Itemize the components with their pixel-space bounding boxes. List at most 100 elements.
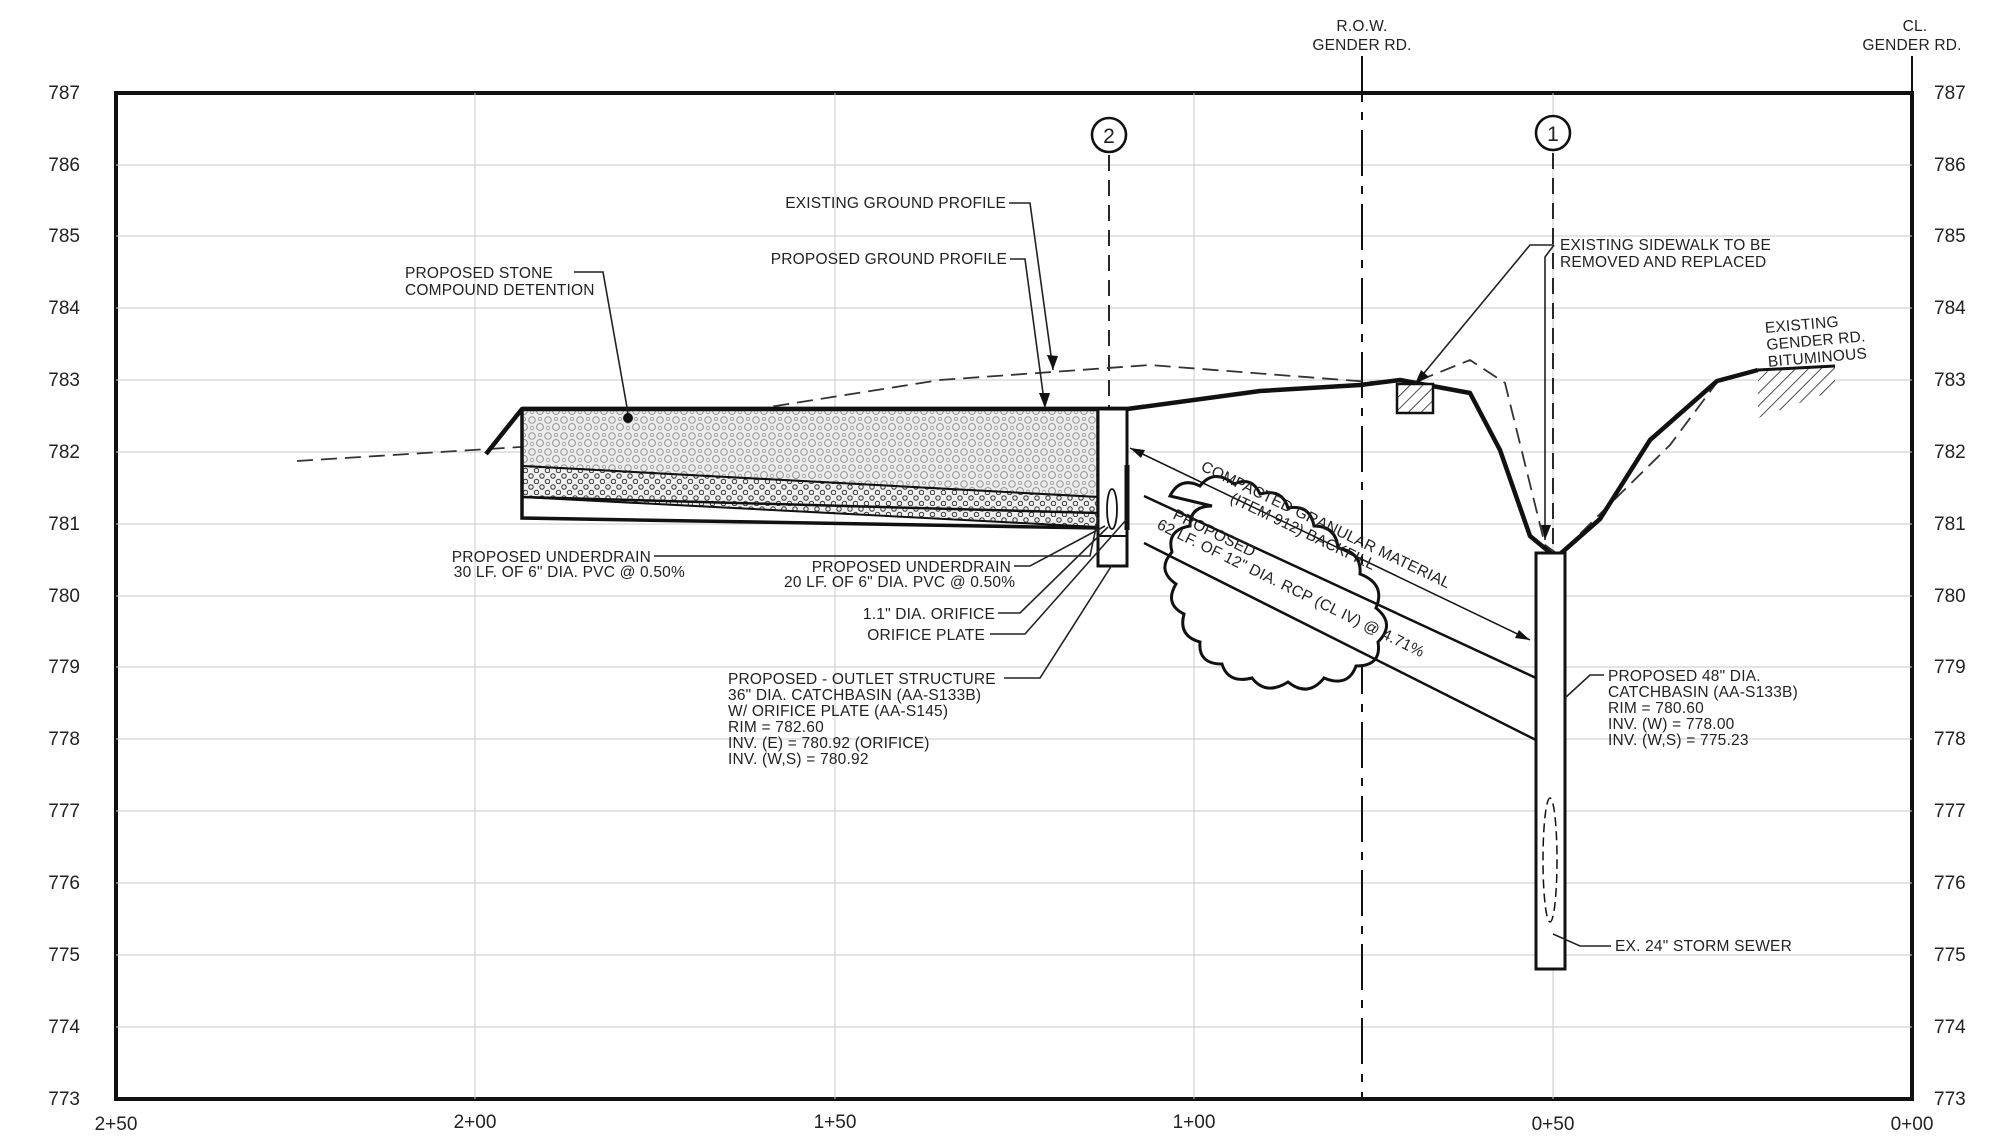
station-2-50: 2+50	[95, 1114, 138, 1135]
outlet-structure-box	[1096, 407, 1129, 568]
outlet-structure-line-3: W/ ORIFICE PLATE (AA-S145)	[728, 703, 948, 720]
left-elev-778: 778	[48, 729, 80, 750]
annotation-leaders	[574, 202, 1611, 947]
outlet-structure-line-5: INV. (E) = 780.92 (ORIFICE)	[728, 735, 930, 752]
left-elev-787: 787	[48, 83, 80, 104]
centerline-road-label: GENDER RD.	[1862, 37, 1961, 54]
right-elev-773: 773	[1934, 1089, 1966, 1110]
right-elev-784: 784	[1934, 298, 1966, 319]
catchbasin-48	[1534, 551, 1567, 971]
orifice-plate-label: ORIFICE PLATE	[867, 627, 985, 644]
outlet-structure	[1096, 407, 1130, 568]
station-2-00: 2+00	[454, 1112, 497, 1133]
right-elevation-axis: 787 786 785 784 783 782 781 780 779 778 …	[1934, 83, 1966, 1110]
note-orifice-plate: ORIFICE PLATE	[867, 627, 985, 644]
catchbasin-48-line-2: CATCHBASIN (AA-S133B)	[1608, 684, 1798, 701]
centerline-label: CL.	[1903, 18, 1928, 35]
station-0-00: 0+00	[1891, 1114, 1934, 1135]
right-elev-779: 779	[1934, 657, 1966, 678]
left-elev-782: 782	[48, 442, 80, 463]
right-elev-783: 783	[1934, 370, 1966, 391]
right-elev-786: 786	[1934, 155, 1966, 176]
bituminous-hatch	[1758, 366, 1835, 418]
outlet-structure-line-1: PROPOSED - OUTLET STRUCTURE	[728, 671, 996, 688]
left-elev-784: 784	[48, 298, 80, 319]
outlet-structure-line-4: RIM = 782.60	[728, 719, 824, 736]
right-elev-782: 782	[1934, 442, 1966, 463]
left-elev-781: 781	[48, 514, 80, 535]
note-proposed-ground: PROPOSED GROUND PROFILE	[771, 251, 1007, 268]
horizontal-gridlines	[116, 164, 1912, 1028]
left-elev-785: 785	[48, 226, 80, 247]
station-0-50: 0+50	[1532, 1114, 1575, 1135]
catchbasin-48-line-4: INV. (W) = 778.00	[1608, 716, 1735, 733]
right-elev-776: 776	[1934, 873, 1966, 894]
left-elevation-axis: 787 786 785 784 783 782 781 780 779 778 …	[48, 83, 80, 1110]
note-catchbasin-48: PROPOSED 48" DIA. CATCHBASIN (AA-S133B) …	[1608, 668, 1798, 749]
station-1-00: 1+00	[1173, 1112, 1216, 1133]
outlet-structure-line-2: 36" DIA. CATCHBASIN (AA-S133B)	[728, 687, 981, 704]
note-orifice: 1.1" DIA. ORIFICE	[863, 606, 995, 623]
catchbasin-48-box	[1534, 551, 1567, 971]
catchbasin-48-line-5: INV. (W,S) = 775.23	[1608, 732, 1749, 749]
bituminous-line-1: EXISTING	[1764, 314, 1839, 337]
right-elev-777: 777	[1934, 801, 1966, 822]
stone-detention	[520, 406, 1127, 530]
right-elev-774: 774	[1934, 1017, 1966, 1038]
note-outlet-structure: PROPOSED - OUTLET STRUCTURE 36" DIA. CAT…	[728, 671, 996, 768]
underdrain-20-line-2: 20 LF. OF 6" DIA. PVC @ 0.50%	[784, 574, 1015, 591]
note-underdrain-20: PROPOSED UNDERDRAIN 20 LF. OF 6" DIA. PV…	[784, 559, 1015, 591]
station-axis: 2+50 2+00 1+50 1+00 0+50 0+00	[95, 1112, 1934, 1135]
row-label: R.O.W.	[1336, 18, 1387, 35]
underdrain-20-line-1: PROPOSED UNDERDRAIN	[812, 559, 1011, 576]
station-1-50: 1+50	[814, 1112, 857, 1133]
pipe-bottom-line	[1143, 541, 1537, 742]
row-road-label: GENDER RD.	[1312, 37, 1411, 54]
note-bituminous: EXISTING GENDER RD. BITUMINOUS	[1764, 314, 1867, 371]
left-elev-773: 773	[48, 1089, 80, 1110]
right-elev-787: 787	[1934, 83, 1966, 104]
left-elev-786: 786	[48, 155, 80, 176]
underdrain-30-line-2: 30 LF. OF 6" DIA. PVC @ 0.50%	[454, 564, 685, 581]
structure-1-marker: 1	[1534, 114, 1572, 555]
structure-2-circle	[1090, 116, 1128, 154]
existing-ground-profile	[296, 358, 1766, 557]
backfill-dimension-line	[1129, 447, 1531, 641]
catchbasin-48-line-3: RIM = 780.60	[1608, 700, 1704, 717]
catchbasin-48-line-1: PROPOSED 48" DIA.	[1608, 668, 1761, 685]
outlet-structure-line-6: INV. (W,S) = 780.92	[728, 751, 869, 768]
existing-sidewalk-hatch	[1395, 382, 1435, 415]
proposed-rcp-pipe	[1129, 447, 1537, 742]
centerline-reference: CL. GENDER RD.	[1862, 18, 1961, 93]
sidewalk-line-1: EXISTING SIDEWALK TO BE	[1560, 237, 1771, 254]
right-elev-778: 778	[1934, 729, 1966, 750]
right-elev-775: 775	[1934, 945, 1966, 966]
note-sidewalk: EXISTING SIDEWALK TO BE REMOVED AND REPL…	[1560, 237, 1771, 271]
storm-sewer-label: EX. 24" STORM SEWER	[1615, 938, 1792, 955]
note-storm-sewer: EX. 24" STORM SEWER	[1615, 938, 1792, 955]
proposed-ground-profile	[484, 367, 1759, 558]
stone-detention-line-2: COMPOUND DETENTION	[405, 282, 595, 299]
storm-sewer-opening	[1542, 797, 1558, 923]
left-elev-776: 776	[48, 873, 80, 894]
right-elev-781: 781	[1934, 514, 1966, 535]
orifice-opening	[1106, 488, 1118, 530]
note-stone-detention: PROPOSED STONE COMPOUND DETENTION	[405, 265, 595, 299]
existing-ground-label: EXISTING GROUND PROFILE	[785, 195, 1006, 212]
orifice-label: 1.1" DIA. ORIFICE	[863, 606, 995, 623]
left-elev-783: 783	[48, 370, 80, 391]
left-elev-780: 780	[48, 586, 80, 607]
sidewalk-line-2: REMOVED AND REPLACED	[1560, 254, 1766, 271]
structure-1-number: 1	[1547, 123, 1559, 146]
right-elev-780: 780	[1934, 586, 1966, 607]
right-elev-785: 785	[1934, 226, 1966, 247]
left-elev-775: 775	[48, 945, 80, 966]
left-elev-777: 777	[48, 801, 80, 822]
left-elev-779: 779	[48, 657, 80, 678]
left-elev-774: 774	[48, 1017, 80, 1038]
note-underdrain-30: PROPOSED UNDERDRAIN 30 LF. OF 6" DIA. PV…	[452, 549, 685, 581]
pipe-top-line	[1143, 494, 1537, 680]
structure-1-circle	[1534, 114, 1572, 152]
note-existing-ground: EXISTING GROUND PROFILE	[785, 195, 1006, 212]
